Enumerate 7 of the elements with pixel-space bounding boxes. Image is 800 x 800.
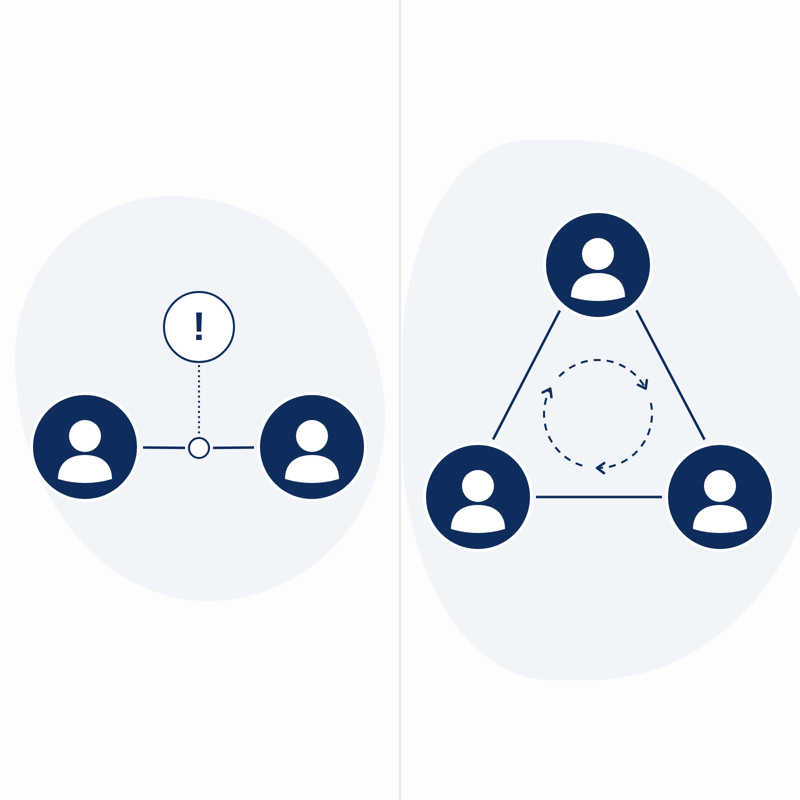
connector-line — [213, 446, 254, 450]
exclamation-mark: ! — [192, 307, 206, 347]
connector-line — [536, 496, 662, 498]
connector-line — [492, 310, 561, 440]
dotted-connector — [198, 364, 200, 436]
connector-line — [635, 310, 706, 440]
connector-line — [143, 446, 185, 450]
